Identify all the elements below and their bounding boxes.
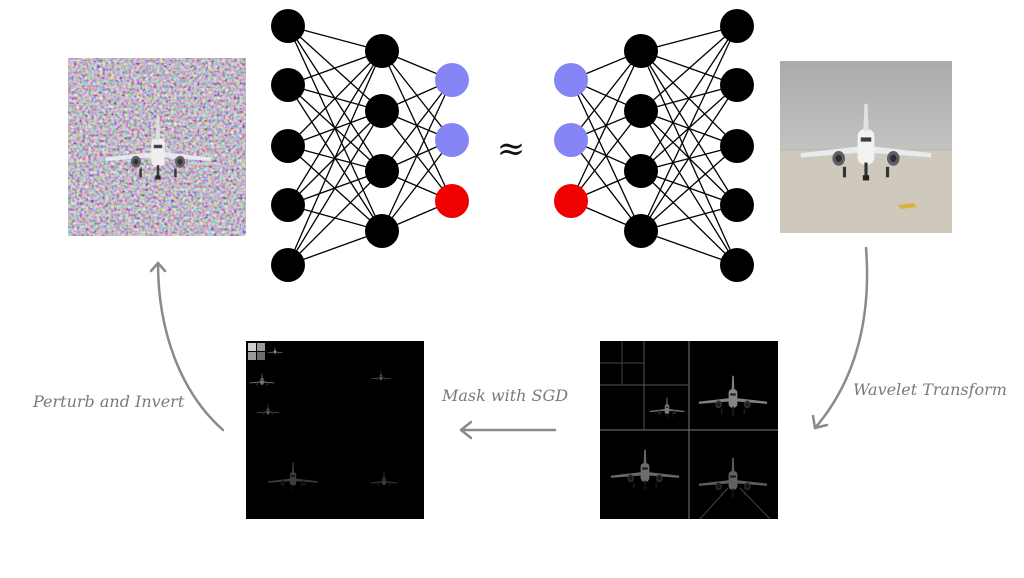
wavelet-transform-label: Wavelet Transform xyxy=(853,380,1007,399)
right-network-edge xyxy=(570,50,642,202)
approx-symbol: ≈ xyxy=(497,129,526,169)
wavelet-transform-arrow xyxy=(813,246,869,430)
right-network-output-neuron xyxy=(554,184,588,218)
left-network-output-neuron xyxy=(435,63,469,97)
mask-with-sgd-label: Mask with SGD xyxy=(442,386,569,405)
right-network-neuron xyxy=(720,188,754,222)
right-network-neuron xyxy=(720,129,754,163)
left-network-neuron xyxy=(271,188,305,222)
right-network-neuron xyxy=(720,68,754,102)
left-network-edge xyxy=(381,139,453,232)
left-network-edge xyxy=(381,79,453,232)
arrows xyxy=(149,246,869,440)
left-network-neuron xyxy=(271,129,305,163)
right-network-neuron xyxy=(624,214,658,248)
right-network-edge xyxy=(570,50,642,141)
right-network-neuron xyxy=(720,248,754,282)
left-network-neuron xyxy=(365,154,399,188)
left-network-neuron xyxy=(271,9,305,43)
right-network-output-neuron xyxy=(554,63,588,97)
original-image xyxy=(780,61,952,233)
network-nodes xyxy=(271,9,754,282)
left-network-output-neuron xyxy=(435,123,469,157)
left-network-edge xyxy=(381,79,453,172)
left-network-neuron xyxy=(365,214,399,248)
left-network-edge xyxy=(287,50,383,266)
left-network-neuron xyxy=(365,94,399,128)
right-network-edge xyxy=(640,145,738,232)
right-network-edge xyxy=(640,25,738,232)
mask-arrowhead xyxy=(459,420,473,440)
right-network-neuron xyxy=(624,94,658,128)
right-network-edge xyxy=(640,25,738,112)
left-network-neuron xyxy=(365,34,399,68)
perturbed-image xyxy=(68,58,246,236)
right-network-edge xyxy=(570,110,642,202)
right-network-output-neuron xyxy=(554,123,588,157)
left-network-neuron xyxy=(271,248,305,282)
wavelet-image xyxy=(600,341,778,520)
left-network-edge xyxy=(287,170,383,266)
masked-image xyxy=(246,341,424,519)
right-network-neuron xyxy=(624,154,658,188)
perturb-invert-arrow xyxy=(156,261,225,432)
right-network-neuron xyxy=(624,34,658,68)
perturb-and-invert-label: Perturb and Invert xyxy=(33,392,185,411)
left-network-neuron xyxy=(271,68,305,102)
right-network-edge xyxy=(640,84,738,232)
left-network-output-neuron xyxy=(435,184,469,218)
right-network-neuron xyxy=(720,9,754,43)
wavelet-transform-arrowhead xyxy=(811,414,829,430)
left-network-edge xyxy=(287,110,383,266)
perturb-invert-arrowhead xyxy=(149,261,167,273)
left-network-edge xyxy=(287,50,383,206)
right-network-edge xyxy=(640,25,738,172)
left-network-edge xyxy=(287,50,383,147)
